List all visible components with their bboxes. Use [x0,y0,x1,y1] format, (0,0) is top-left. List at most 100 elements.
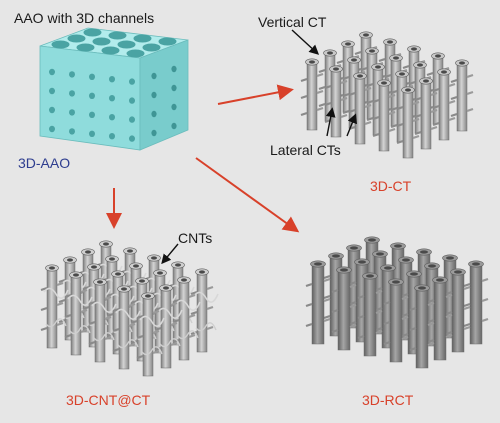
rct-tube [389,281,403,363]
ct-lateral [448,116,456,122]
rct-opening [394,244,402,248]
rct-lateral [331,328,339,334]
cnt-ct-opening [115,272,121,276]
ct-opening [399,72,405,76]
ct-tube [378,82,390,152]
cnt-ct-cnt [43,287,69,299]
cnt-ct-lateral [128,342,136,348]
rct-opening [376,252,384,256]
cnt-ct-opening [175,263,181,267]
rct-lateral [375,286,383,292]
rct-lateral [427,321,435,327]
cnt-ct-cnt [195,322,217,332]
cnt-ct-tube [196,271,208,353]
rct-lateral [463,302,471,308]
ct-lateral [340,79,348,85]
aao-front-pore [129,78,135,85]
aao-front-pore [69,71,75,78]
ct-opening [387,40,393,44]
rct-lateral [375,306,383,312]
ct-lateral [300,77,308,83]
rct-lateral [383,300,391,306]
rct-lateral [409,306,417,312]
cnt-ct-lateral [106,312,114,318]
aao-top-pore [83,28,102,37]
ct-opening [333,67,339,71]
cnt-ct-lateral [206,305,214,311]
cnt-ct-cnt [193,291,219,303]
ct-lateral [432,87,440,93]
ct-lateral [364,120,372,126]
aao-front-pore [69,109,75,116]
ct-lateral [412,117,420,123]
cnt-ct-tube [142,295,154,377]
cnt-ct-opening [49,266,55,270]
ct-lateral [414,130,422,136]
ct-opening [363,33,369,37]
cnt-ct-lateral [40,306,48,312]
rct-lateral [445,310,453,316]
rct-lateral [349,283,357,289]
ct-lateral [388,110,396,116]
ct-lateral [450,78,458,84]
rct-lateral [323,277,331,283]
aao-front-pore [89,73,95,81]
cnt-ct-lateral [56,281,64,287]
rct-opening [410,272,418,276]
ct-lateral [390,106,398,112]
rct-opening [402,258,410,262]
rct-lateral [427,341,435,347]
ct-lateral [450,95,458,101]
cnt-ct-structure [40,240,219,377]
rct-lateral [357,314,365,320]
cnt-ct-lateral [104,295,112,301]
lateral-cts-label: Lateral CTs [270,142,341,158]
cnt-ct-lateral [64,313,72,319]
cnt-ct-lateral [190,310,198,316]
arrow-aao-to-ct [217,84,294,105]
ct-lateral [348,91,356,97]
cnt-ct-lateral [56,321,64,327]
cnt-ct-cnt [157,307,183,319]
rct-lateral [375,329,383,335]
rct-lateral [357,334,365,340]
rct-opening [332,254,340,258]
cnt-ct-opening [73,273,79,277]
ct-lateral [414,113,422,119]
aao-top-pore [76,43,95,52]
rct-lateral [445,330,453,336]
ct-lateral [466,90,474,96]
rct-lateral [401,295,409,301]
rct-opening [446,256,454,260]
rct-opening [340,268,348,272]
aao-front-pore [129,97,135,104]
rct-tube [311,263,325,345]
cnt-ct-lateral [136,334,144,340]
ct-lateral [448,82,456,88]
ct-lateral [384,73,392,79]
cnt-ct-lateral [88,300,96,306]
ct-opening [309,60,315,64]
ct-lateral [316,106,324,112]
cnt-ct-opening [133,264,139,268]
rct-lateral [323,274,331,280]
cnt-ct-cnt [117,339,139,349]
cnt-ct-lateral [206,285,214,291]
ct-lateral [324,101,332,107]
rct-tube [469,263,483,345]
cnt-ct-cnt [45,318,67,328]
ct-lateral [466,107,474,113]
rct-lateral [349,300,357,306]
rct-lateral [305,322,313,328]
aao-front-pore [109,95,115,102]
ct-lateral [318,102,326,108]
rct-lateral [481,297,489,303]
rct-lateral [375,289,383,295]
cnt-ct-lateral [130,299,138,305]
rct-opening [366,274,374,278]
cnt-ct-lateral [106,292,114,298]
rct-lateral [401,335,409,341]
cnt-ct-tube [70,274,82,356]
rct-opening [472,262,480,266]
